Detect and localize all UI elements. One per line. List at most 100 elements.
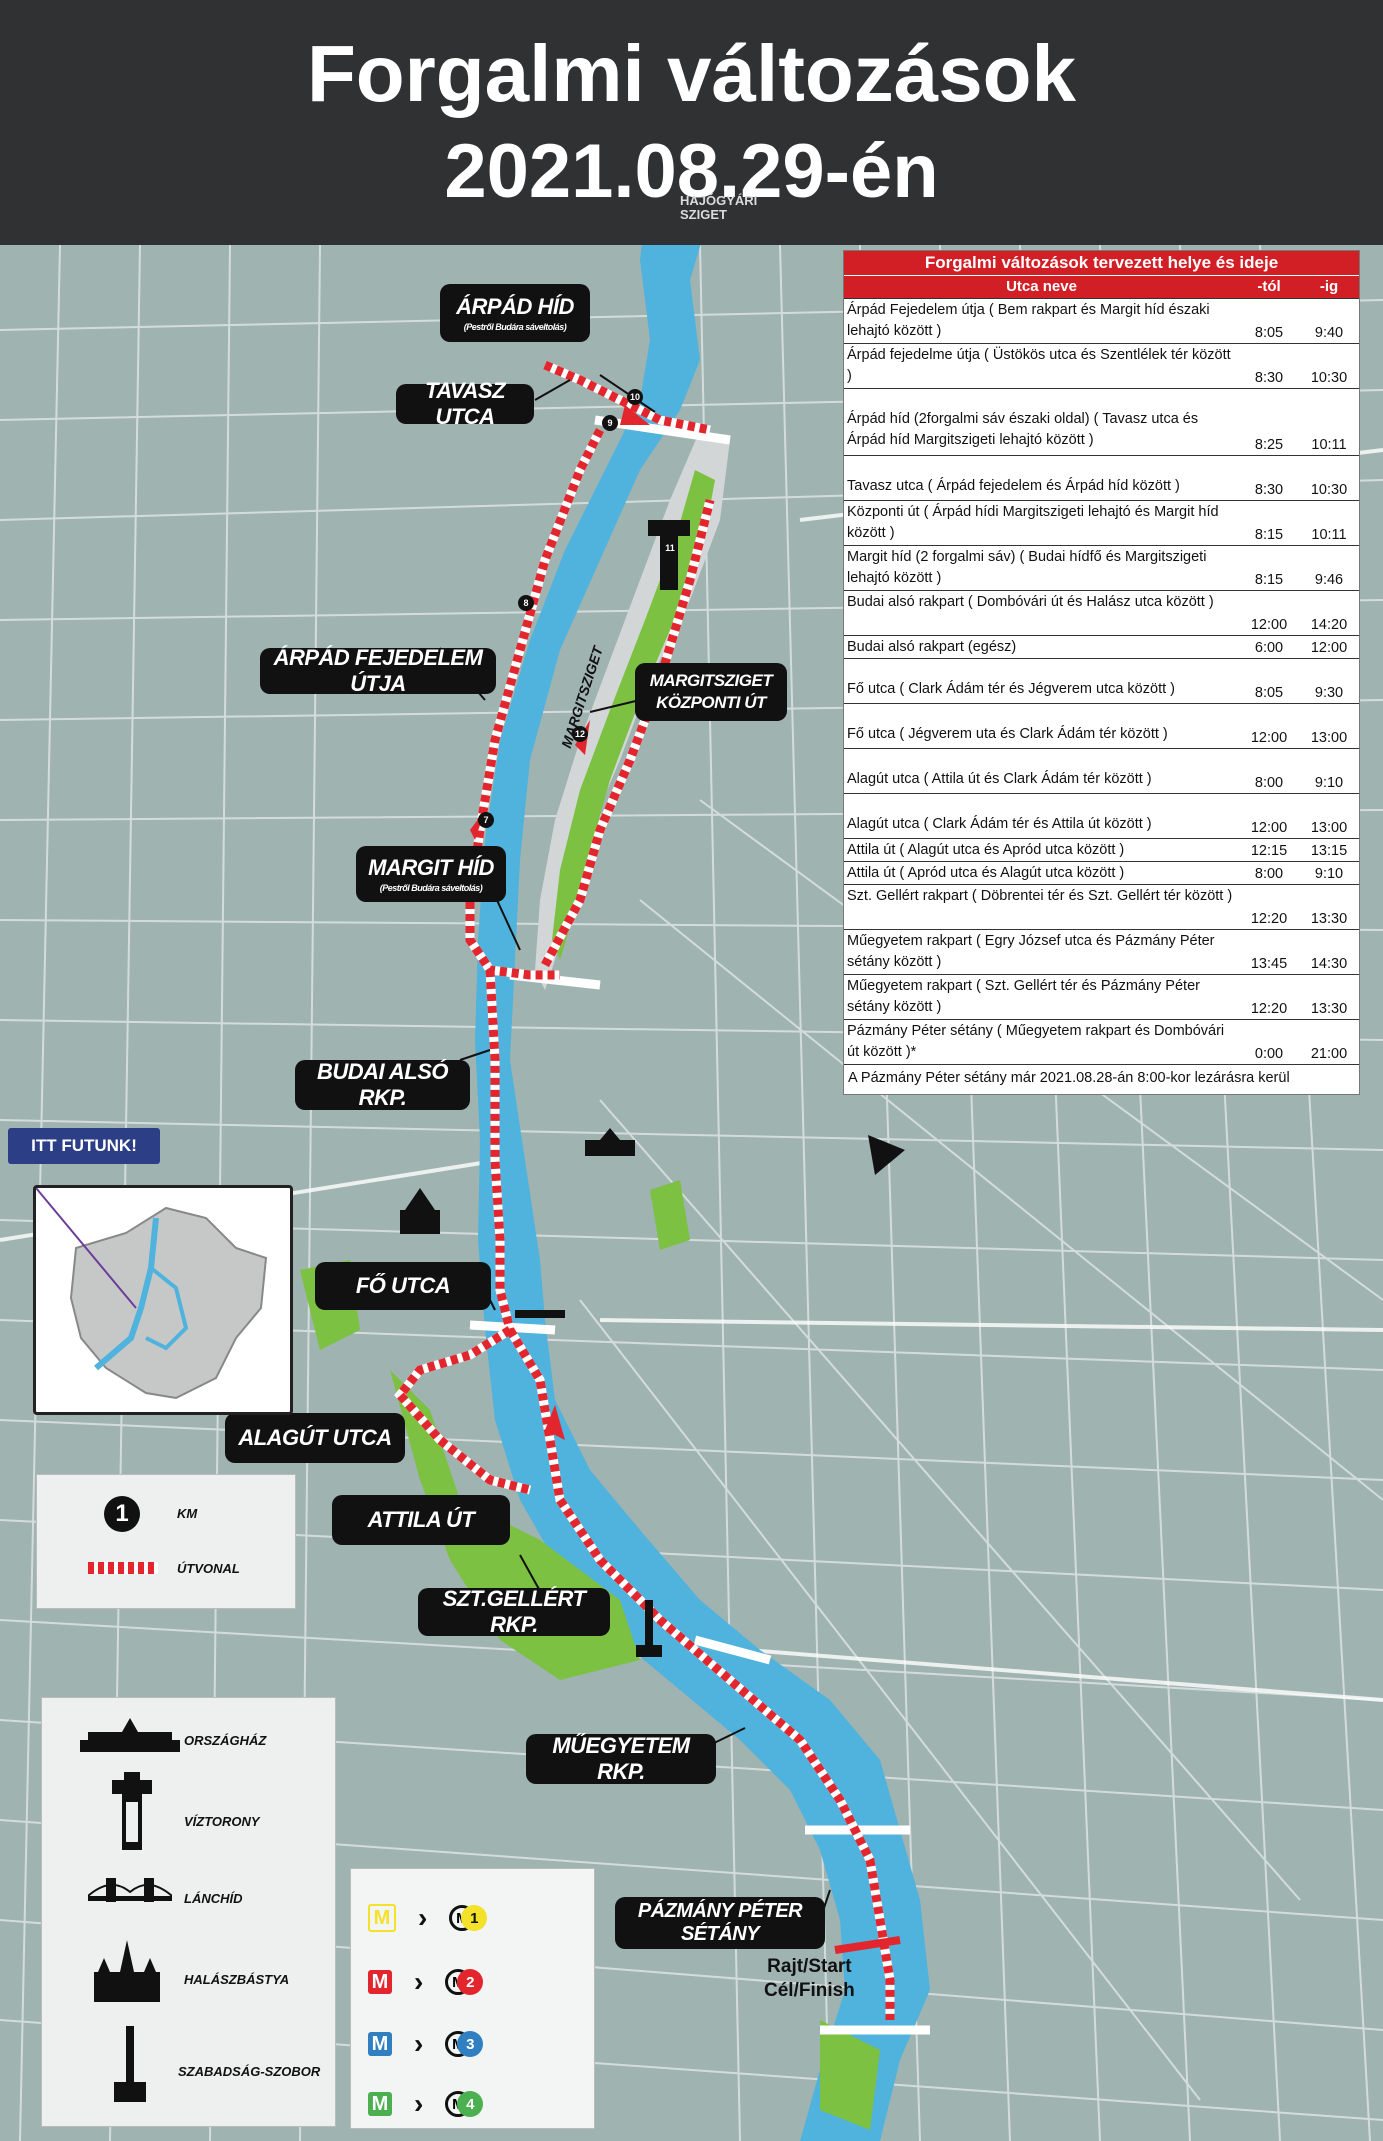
from-time: 12:00 [1250, 820, 1288, 836]
table-row: Fő utca ( Jégverem uta és Clark Ádám tér… [844, 703, 1359, 748]
label-budai-also-rkp-text: BUDAI ALSÓ RKP. [316, 1059, 449, 1110]
label-kozponti-ut-text: MARGITSZIGET KÖZPONTI ÚT [649, 671, 773, 712]
table-row: Műegyetem rakpart ( Szt. Gellért tér és … [844, 974, 1359, 1019]
metro-line-4-number: 4 [457, 2091, 484, 2117]
to-time: 9:10 [1314, 775, 1344, 791]
to-time: 9:40 [1314, 325, 1344, 341]
metro-row-2: M › M 2 [368, 1962, 484, 2002]
street: Pázmány Péter sétány ( Műegyetem rakpart… [847, 1023, 1225, 1060]
label-arpad-hid-sub: (Pestről Budára sáveltolás) [463, 322, 567, 332]
metro-row-1: M › M 1 [368, 1898, 488, 1938]
km-marker-12: 12 [572, 726, 588, 742]
metro-row-3: M › M 3 [368, 2024, 484, 2064]
to-time: 12:00 [1310, 640, 1348, 656]
from-time: 0:00 [1254, 1046, 1284, 1062]
legend-viztorony: VÍZTORONY [184, 1814, 260, 1829]
to-time: 10:30 [1310, 482, 1348, 498]
to-time: 13:00 [1310, 730, 1348, 746]
label-pazmany-peter-setany: PÁZMÁNY PÉTER SÉTÁNY [615, 1897, 825, 1949]
legend-orszaghaz: ORSZÁGHÁZ [184, 1733, 267, 1748]
label-muegyetem-rkp-text: MŰEGYETEM RKP. [552, 1733, 690, 1784]
chevron-right-icon: › [414, 1966, 424, 1997]
street: Tavasz utca ( Árpád fejedelem és Árpád h… [847, 478, 1180, 494]
danube-river [475, 0, 930, 2141]
table-row: Központi út ( Árpád hídi Margitszigeti l… [844, 500, 1359, 545]
street: Árpád fejedelme útja ( Üstökös utca és S… [847, 347, 1231, 384]
label-attila-ut-text: ATTILA ÚT [367, 1507, 475, 1532]
table-row: Pázmány Péter sétány ( Műegyetem rakpart… [844, 1019, 1359, 1064]
from-time: 8:00 [1254, 775, 1284, 791]
legend-landmarks-box [41, 1697, 336, 2127]
to-time: 13:00 [1310, 820, 1348, 836]
km-marker-8: 8 [518, 595, 534, 611]
header-to: -ig [1319, 278, 1339, 295]
table-row: Árpád Fejedelem útja ( Bem rakpart és Ma… [844, 298, 1359, 343]
street: Szt. Gellért rakpart ( Döbrentei tér és … [847, 888, 1233, 904]
header-street: Utca neve [1006, 278, 1077, 295]
from-time: 12:00 [1250, 730, 1288, 746]
table-row: Szt. Gellért rakpart ( Döbrentei tér és … [844, 884, 1359, 929]
fishermans-bastion-icon [94, 1940, 160, 2002]
metro-badge-3: M [368, 2032, 392, 2056]
chevron-right-icon: › [414, 2028, 424, 2059]
label-margitsziget-kozponti-ut: MARGITSZIGET KÖZPONTI ÚT [635, 663, 787, 721]
from-time: 8:05 [1254, 325, 1284, 341]
km-marker-7: 7 [478, 812, 494, 828]
table-footnote: A Pázmány Péter sétány már 2021.08.28-án… [844, 1064, 1359, 1094]
table-header: Utca neve -tól -ig [844, 275, 1359, 298]
street: Attila út ( Apród utca és Alagút utca kö… [847, 865, 1125, 881]
legend-route-box [36, 1474, 296, 1609]
label-arpad-fejedelem-utja: ÁRPÁD FEJEDELEM ÚTJA [260, 645, 496, 696]
water-tower-icon [112, 1772, 152, 1850]
km-marker-9: 9 [602, 415, 618, 431]
label-margit-hid-sub: (Pestről Budára sáveltolás) [379, 883, 483, 893]
street: Budai alsó rakpart ( Dombóvári út és Hal… [847, 594, 1214, 610]
table-row: Műegyetem rakpart ( Egry József utca és … [844, 929, 1359, 974]
from-time: 8:15 [1254, 572, 1284, 588]
legend-route-label: ÚTVONAL [177, 1561, 240, 1576]
legend-halaszbastya: HALÁSZBÁSTYA [184, 1972, 290, 1987]
label-margit-hid: MARGIT HÍD (Pestről Budára sáveltolás) [356, 846, 506, 902]
street: Műegyetem rakpart ( Egry József utca és … [847, 933, 1215, 970]
itt-futunk-label: ITT FUTUNK! [8, 1128, 160, 1164]
label-alagut-utca: ALAGÚT UTCA [225, 1413, 405, 1463]
to-time: 14:30 [1310, 956, 1348, 972]
street: Alagút utca ( Clark Ádám tér és Attila ú… [847, 816, 1152, 832]
from-time: 12:20 [1250, 1001, 1288, 1017]
street: Budai alsó rakpart (egész) [847, 639, 1017, 655]
label-arpad-hid: ÁRPÁD HÍD (Pestről Budára sáveltolás) [440, 284, 590, 342]
legend-szabadsag-szobor: SZABADSÁG-SZOBOR [178, 2064, 321, 2079]
start-label: Rajt/Start [767, 1956, 852, 1977]
table-row: Fő utca ( Clark Ádám tér és Jégverem utc… [844, 658, 1359, 703]
legend-route-sample [88, 1562, 158, 1574]
parliament-icon [80, 1718, 180, 1752]
metro-line-1-number: 1 [461, 1905, 488, 1931]
inset-map-shape [35, 1187, 268, 1400]
to-time: 10:11 [1311, 437, 1347, 453]
street: Fő utca ( Clark Ádám tér és Jégverem utc… [847, 681, 1175, 697]
km-marker-11: 11 [662, 540, 678, 556]
km-marker-10: 10 [627, 389, 643, 405]
table-row: Alagút utca ( Clark Ádám tér és Attila ú… [844, 793, 1359, 838]
metro-badge-1: M [368, 1904, 396, 1932]
table-row: Budai alsó rakpart ( Dombóvári út és Hal… [844, 590, 1359, 635]
street: Alagút utca ( Attila út és Clark Ádám té… [847, 771, 1152, 787]
to-time: 9:10 [1314, 866, 1344, 882]
from-time: 8:15 [1254, 527, 1284, 543]
label-szt-gellert-rkp-text: SZT.GELLÉRT RKP. [442, 1586, 586, 1637]
from-time: 12:00 [1250, 617, 1288, 633]
page-title-line2: 2021.08.29-én [444, 129, 939, 214]
metro-badge-4: M [368, 2092, 392, 2116]
metro-badge-2: M [368, 1970, 392, 1994]
label-arpad-fejedelem-utja-text: ÁRPÁD FEJEDELEM ÚTJA [273, 645, 483, 696]
to-time: 9:46 [1314, 572, 1344, 588]
chevron-right-icon: › [414, 2088, 424, 2119]
from-time: 12:15 [1250, 843, 1288, 859]
metro-line-2-number: 2 [457, 1969, 484, 1995]
chevron-right-icon: › [418, 1902, 428, 1933]
table-row: Alagút utca ( Attila út és Clark Ádám té… [844, 748, 1359, 793]
table-row: Árpád híd (2forgalmi sáv északi oldal) (… [844, 388, 1359, 455]
table-row: Árpád fejedelme útja ( Üstökös utca és S… [844, 343, 1359, 388]
table-row: Tavasz utca ( Árpád fejedelem és Árpád h… [844, 455, 1359, 500]
